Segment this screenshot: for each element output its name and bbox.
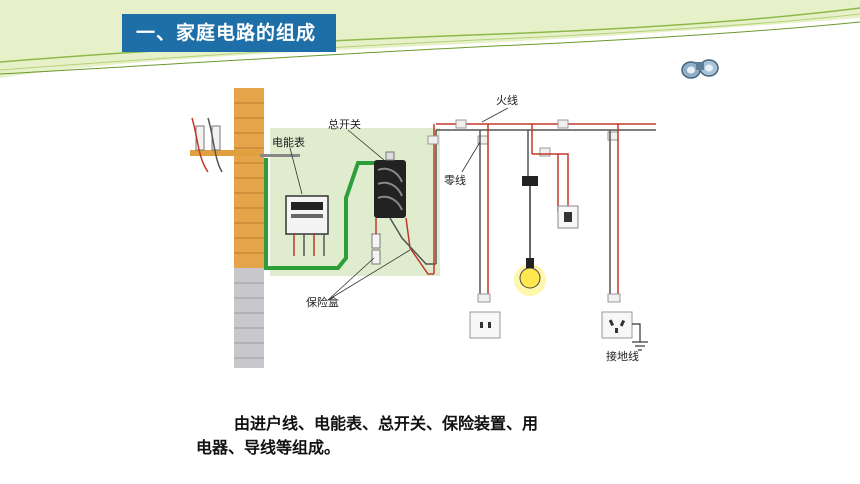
electricity-meter (285, 195, 329, 256)
label-ground-wire: 接地线 (606, 349, 639, 363)
service-entry-insulators (190, 117, 300, 173)
label-main-switch: 总开关 (328, 117, 361, 131)
ground-symbol-icon (632, 341, 648, 351)
junction-1 (477, 293, 491, 303)
junction-2 (607, 293, 621, 303)
label-neutral-wire: 零线 (444, 173, 466, 187)
ground-line (632, 323, 641, 342)
description: 由进户线、电能表、总开关、保险装置、用 电器、导线等组成。 (196, 412, 616, 460)
label-fuse-box: 保险盒 (306, 295, 339, 309)
page-title: 一、家庭电路的组成 (122, 14, 336, 52)
description-line-1: 由进户线、电能表、总开关、保险装置、用 (234, 414, 539, 433)
label-live-wire: 火线 (496, 93, 518, 107)
main-switch (374, 151, 406, 218)
wall-outlet-three-pin (601, 311, 633, 339)
wall-switch (557, 205, 579, 229)
binoculars-icon (681, 59, 719, 79)
circuit-diagram: 电能表 总开关 火线 零线 保险盒 接地线 (190, 88, 656, 368)
label-meter: 电能表 (272, 135, 305, 149)
light-bulb-icon (514, 176, 546, 296)
fuse-box (371, 217, 436, 275)
wall-outlet-two-pin (469, 311, 501, 339)
description-line-2: 电器、导线等组成。 (196, 438, 341, 457)
incoming-line (264, 158, 378, 270)
brick-wall (234, 88, 264, 368)
